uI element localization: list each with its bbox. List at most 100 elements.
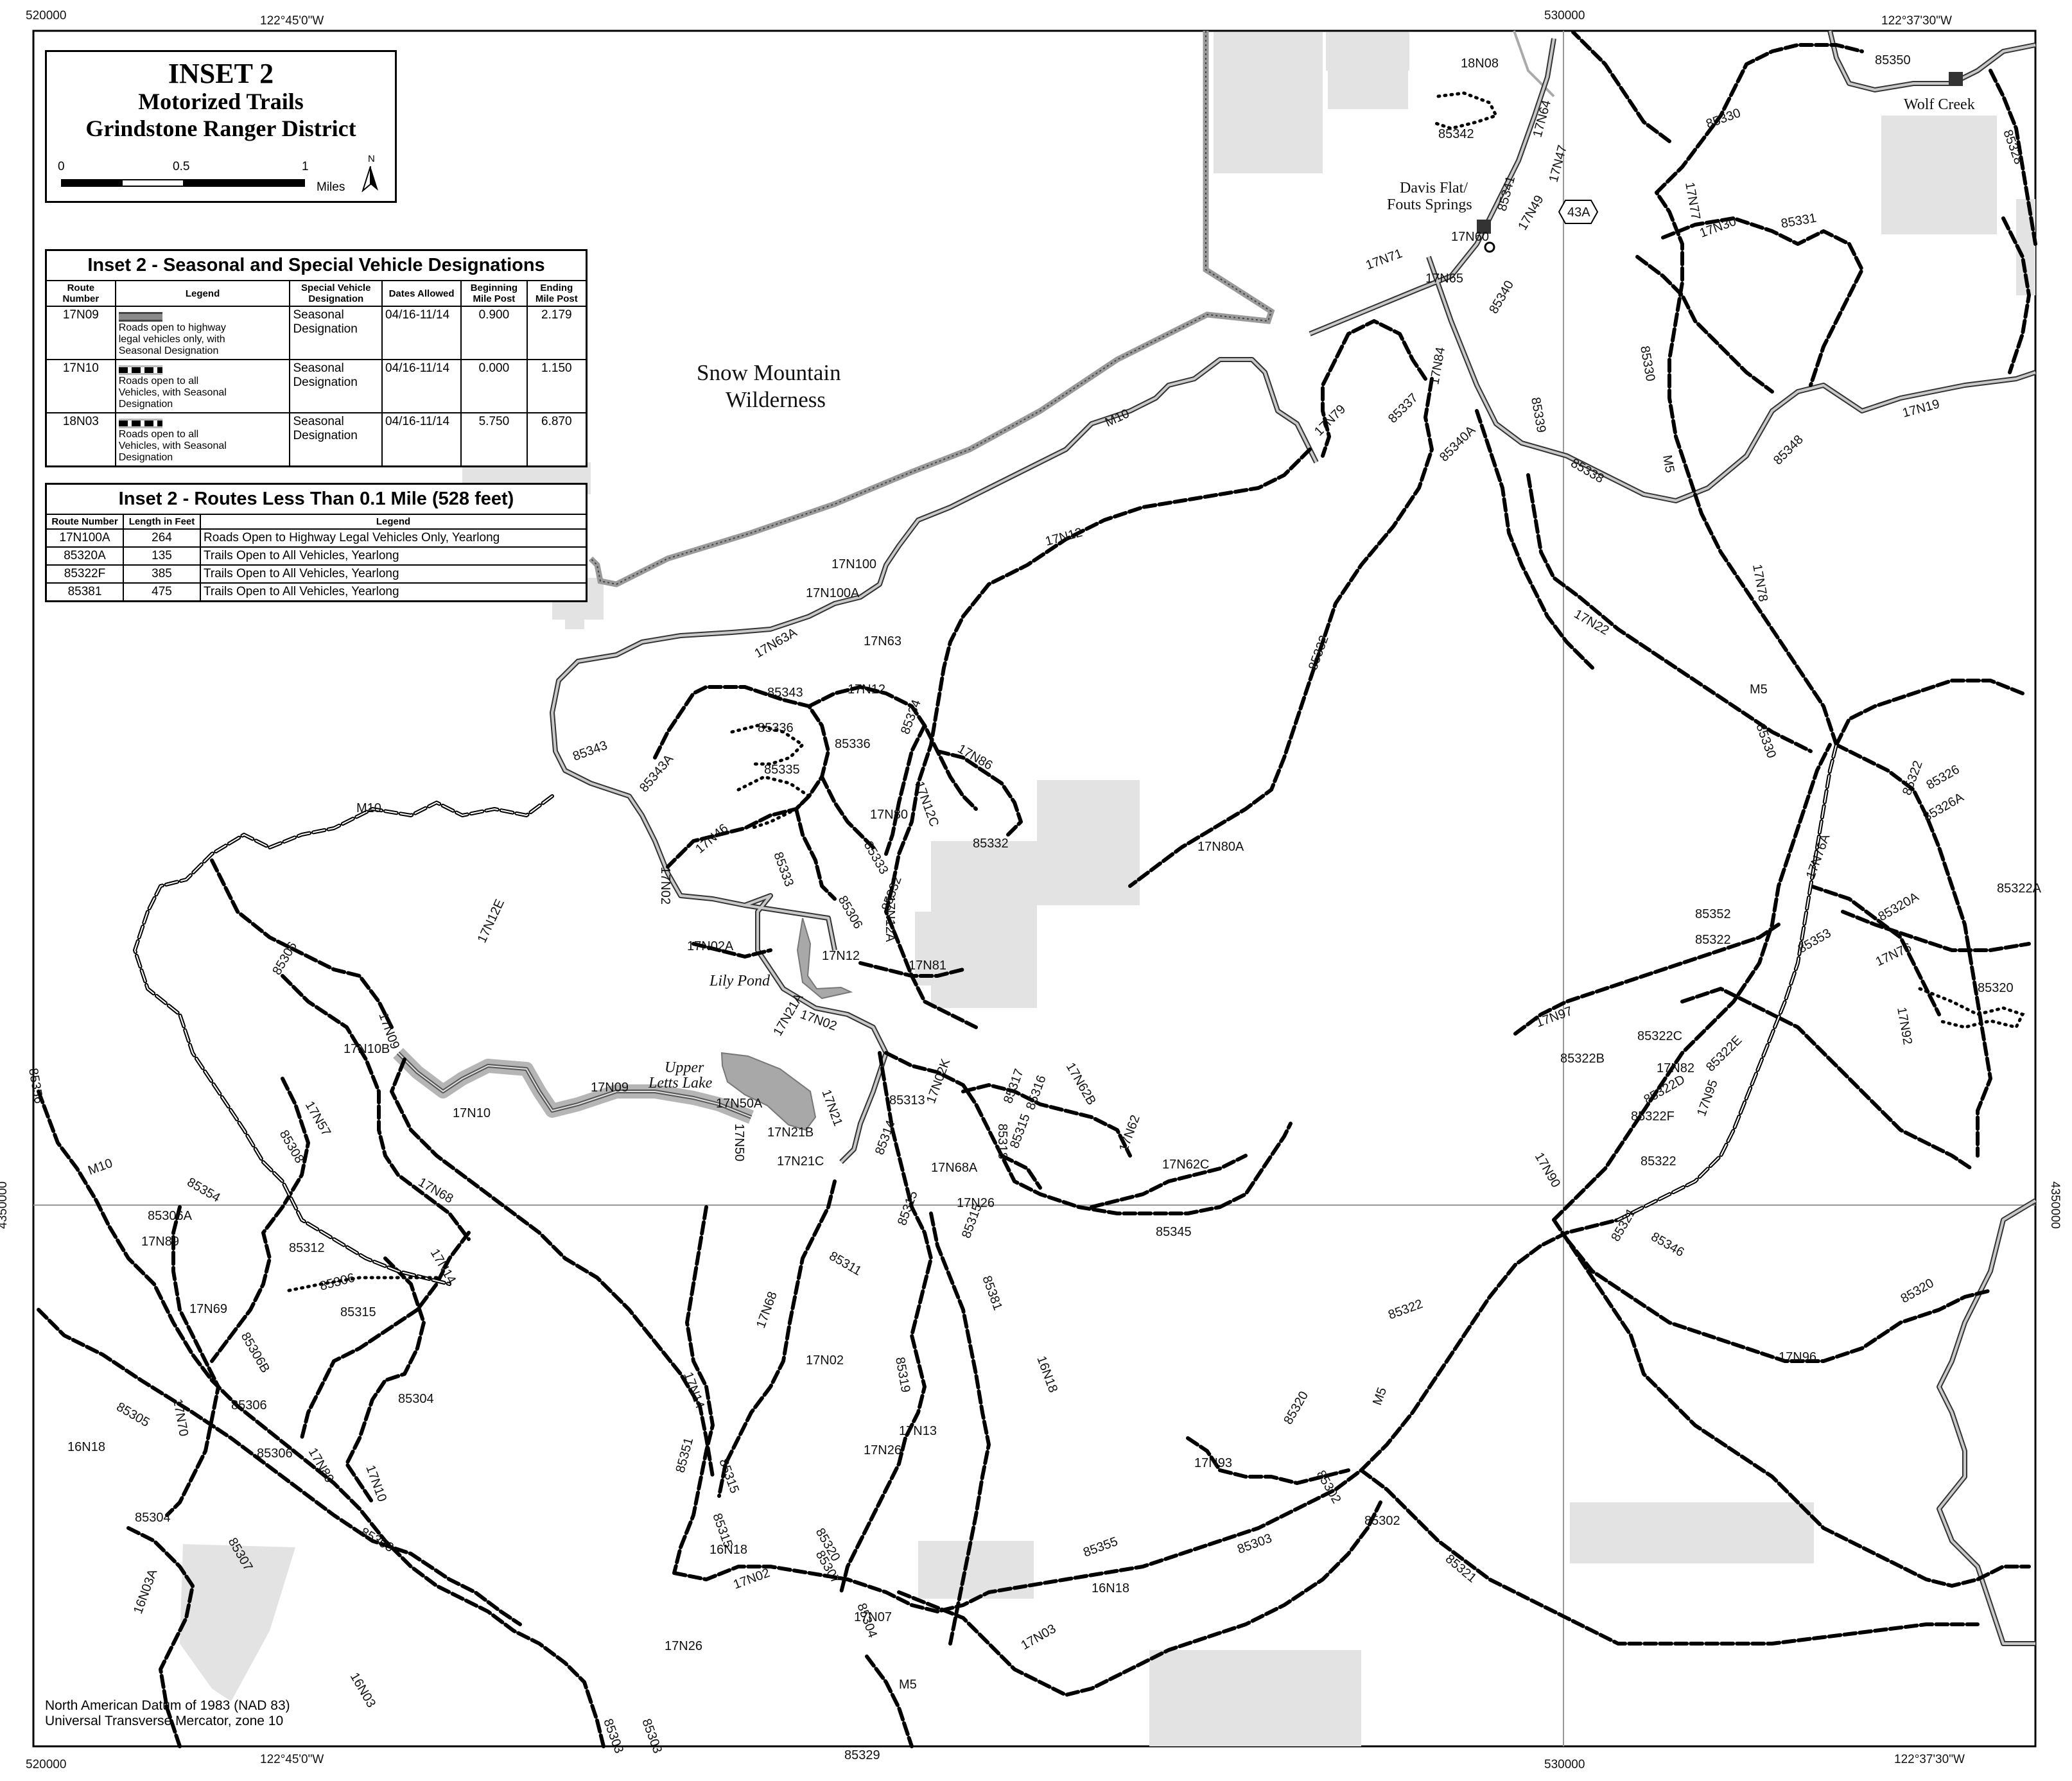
route-label: 17N100: [831, 557, 876, 571]
easting-label-bottom-mid: 530000: [1544, 1758, 1585, 1771]
trails-all-vehicles: [37, 30, 2037, 1748]
map-frame: [32, 30, 2037, 1748]
table-row: 17N09 Roads open to highway legal vehicl…: [45, 306, 588, 360]
route-label: 85322C: [1637, 1029, 1682, 1043]
lily-pond-lake: [796, 917, 853, 1000]
short-length: 475: [123, 582, 201, 602]
seasonal-route: 17N10: [45, 359, 116, 413]
route-label: 17N26: [957, 1196, 995, 1210]
legend-swatch-trail-seasonal: [118, 419, 162, 428]
route-label: 85336: [835, 737, 871, 751]
route-label: 17N81: [909, 959, 946, 973]
route-label: 85306A: [148, 1209, 193, 1223]
route-label: 85350: [1875, 53, 1911, 67]
route-label: 17N82: [1657, 1061, 1694, 1075]
seasonal-begin: 0.900: [460, 306, 528, 360]
seasonal-end: 6.870: [526, 412, 588, 467]
route-label: 17N60: [1451, 230, 1489, 244]
route-label: 85318: [995, 1124, 1009, 1160]
northing-label-right: 4350000: [2048, 1181, 2062, 1229]
short-length: 135: [123, 546, 201, 566]
seasonal-dates: 04/16-11/14: [381, 306, 462, 360]
route-label: 17N69: [189, 1302, 227, 1316]
route-label: 17N12A: [883, 896, 897, 943]
route-label: 85306: [231, 1398, 267, 1412]
upper-letts-label-line1: Upper: [665, 1059, 704, 1076]
seasonal-legend-cell: Roads open to all Vehicles, with Seasona…: [114, 412, 291, 467]
route-label: M5: [1660, 454, 1676, 474]
seasonal-legend-cell: Roads open to highway legal vehicles onl…: [114, 306, 291, 360]
route-label: 17N26: [864, 1443, 901, 1457]
route-label: 85304: [135, 1511, 171, 1525]
longitude-label-top-right: 122°37'30"W: [1881, 14, 1952, 28]
short-route: 85320A: [45, 546, 124, 566]
seasonal-designation: Seasonal Designation: [289, 359, 383, 413]
short-legend: Trails Open to All Vehicles, Yearlong: [200, 582, 588, 602]
route-label: 17N10: [453, 1106, 491, 1120]
seasonal-designation: Seasonal Designation: [289, 412, 383, 467]
scale-tick-half: 0.5: [173, 160, 190, 173]
route-label: 17N80A: [1197, 840, 1244, 854]
scale-tick-0: 0: [58, 160, 65, 173]
longitude-label-bottom-left: 122°45'0"W: [260, 1753, 324, 1766]
route-label: 85313: [889, 1093, 925, 1108]
route-label: 85329: [844, 1748, 880, 1762]
northing-label-left: 4350000: [0, 1181, 10, 1229]
campground-icon: [1477, 220, 1491, 234]
route-label: 17N12: [822, 949, 860, 963]
seasonal-end: 1.150: [526, 359, 588, 413]
short-length: 264: [123, 528, 201, 548]
route-label: 16N18: [1092, 1581, 1129, 1595]
route-label: M5: [899, 1678, 917, 1692]
route-label: 17N50: [732, 1124, 746, 1161]
route-label: 85320: [1978, 981, 2014, 995]
davis-flat-facilities: 43A: [1477, 72, 1963, 253]
wolf-creek-label: Wolf Creek: [1904, 96, 1975, 113]
map-subtitle-line1: Motorized Trails: [138, 89, 304, 114]
longitude-label-top-left: 122°45'0"W: [260, 14, 324, 28]
route-label: 85312: [289, 1241, 325, 1255]
davis-flat-label-line2: Fouts Springs: [1387, 196, 1472, 213]
place-labels: Snow Mountain Wilderness Davis Flat/ Fou…: [648, 96, 1975, 1091]
route-label: 17N12: [848, 682, 885, 697]
route-label: 17N96: [1779, 1350, 1816, 1364]
seasonal-legend: Roads open to all Vehicles, with Seasona…: [118, 376, 227, 410]
dotted-trails: [287, 91, 2025, 1292]
route-label: 85315: [340, 1305, 376, 1319]
route-label: 85322B: [1560, 1052, 1605, 1066]
easting-label-top-mid: 530000: [1544, 9, 1585, 22]
wolf-creek-campground-icon: [1949, 72, 1963, 86]
route-label: 17N50A: [716, 1097, 763, 1111]
route-label: 85343: [767, 686, 803, 700]
north-arrow-label: N: [368, 153, 375, 164]
seasonal-legend: Roads open to highway legal vehicles onl…: [118, 322, 226, 356]
seasonal-header-end: Ending Mile Post: [526, 280, 588, 307]
route-label: 85322: [1695, 933, 1731, 947]
route-label: 17N100A: [806, 586, 860, 600]
seasonal-designations-table: Inset 2 - Seasonal and Special Vehicle D…: [45, 249, 588, 467]
route-label: 17N07: [854, 1610, 892, 1624]
short-legend: Trails Open to All Vehicles, Yearlong: [200, 546, 588, 566]
table-row: 85320A 135 Trails Open to All Vehicles, …: [45, 546, 588, 566]
seasonal-road-17n09: [393, 1048, 754, 1124]
route-label: 85322: [1641, 1154, 1676, 1169]
datum-line2: Universal Transverse Mercator, zone 10: [45, 1714, 284, 1728]
wilderness-label-line2: Wilderness: [726, 387, 826, 412]
seasonal-route: 18N03: [45, 412, 116, 467]
davis-flat-label-line1: Davis Flat/: [1400, 180, 1468, 196]
short-header-route: Route Number: [45, 514, 124, 530]
highway-shield-icon: [1558, 200, 1599, 224]
seasonal-dates: 04/16-11/14: [381, 412, 462, 467]
seasonal-dates: 04/16-11/14: [381, 359, 462, 413]
route-label: M10: [356, 801, 381, 815]
route-label: 85306: [257, 1447, 293, 1461]
map-title-box: INSET 2 Motorized Trails Grindstone Rang…: [45, 50, 397, 203]
route-label: 85304: [398, 1392, 434, 1406]
short-routes-caption: Inset 2 - Routes Less Than 0.1 Mile (528…: [45, 483, 588, 515]
seasonal-route: 17N09: [45, 306, 116, 360]
highway-legal-roads: [550, 30, 2037, 1646]
short-route: 17N100A: [45, 528, 124, 548]
route-label: 17N02: [806, 1353, 844, 1368]
route-label: 85322F: [1631, 1109, 1675, 1124]
